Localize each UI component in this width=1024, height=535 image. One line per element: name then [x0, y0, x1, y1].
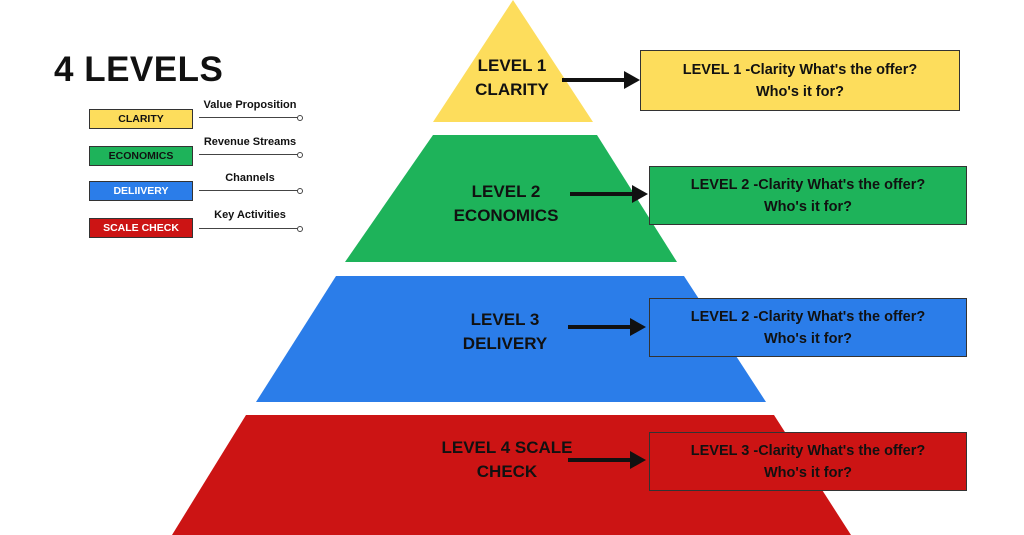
level-2-label-line2: ECONOMICS [453, 206, 559, 225]
arrow-right-icon [568, 318, 646, 336]
legend-box-scale-check: SCALE CHECK [89, 218, 193, 238]
level-2-callout-line1: LEVEL 2 -Clarity What's the offer? [690, 176, 926, 193]
legend-dot-delivery [297, 188, 303, 194]
level-3-callout: LEVEL 2 -Clarity What's the offer? Who's… [649, 298, 967, 357]
level-3-label: LEVEL 3 DELIVERY [450, 308, 560, 356]
level-1-callout-line1: LEVEL 1 -Clarity What's the offer? [682, 61, 918, 78]
pyramid-tier-3 [256, 276, 766, 402]
legend-dot-clarity [297, 115, 303, 121]
level-4-label-line1: LEVEL 4 SCALE [441, 438, 573, 457]
level-3-label-line1: LEVEL 3 [470, 310, 540, 329]
level-2-callout: LEVEL 2 -Clarity What's the offer? Who's… [649, 166, 967, 225]
level-3-callout-line1: LEVEL 2 -Clarity What's the offer? [690, 308, 926, 325]
legend-line-clarity [199, 117, 298, 118]
level-1-callout-line2: Who's it for? [755, 83, 844, 100]
arrow-right-icon [562, 71, 640, 89]
legend-desc-scale-check: Key Activities [214, 209, 286, 221]
legend-box-clarity: CLARITY [89, 109, 193, 129]
page-title: 4 LEVELS [54, 50, 224, 89]
level-1-callout: LEVEL 1 -Clarity What's the offer? Who's… [640, 50, 960, 111]
level-3-label-line2: DELIVERY [462, 334, 548, 353]
level-1-label-line1: LEVEL 1 [477, 56, 547, 75]
level-3-callout-line2: Who's it for? [763, 330, 852, 347]
level-2-label-line1: LEVEL 2 [471, 182, 541, 201]
level-1-label-line2: CLARITY [475, 80, 549, 99]
legend-line-scale-check [199, 228, 298, 229]
legend-dot-scale-check [297, 226, 303, 232]
legend-desc-economics: Revenue Streams [203, 136, 297, 148]
level-4-label: LEVEL 4 SCALE CHECK [425, 436, 589, 484]
level-4-callout: LEVEL 3 -Clarity What's the offer? Who's… [649, 432, 967, 491]
legend-box-delivery: DELIIVERY [89, 181, 193, 201]
legend-desc-delivery: Channels [225, 172, 275, 184]
level-4-callout-line1: LEVEL 3 -Clarity What's the offer? [690, 442, 926, 459]
legend-line-delivery [199, 190, 298, 191]
pyramid-tier-2 [345, 135, 677, 262]
level-2-callout-line2: Who's it for? [763, 198, 852, 215]
pyramid-tier-1 [433, 0, 593, 122]
level-1-label: LEVEL 1 CLARITY [460, 54, 564, 102]
level-2-label: LEVEL 2 ECONOMICS [440, 180, 572, 228]
legend-desc-clarity: Value Proposition [203, 99, 297, 111]
legend-dot-economics [297, 152, 303, 158]
level-4-callout-line2: Who's it for? [763, 464, 852, 481]
legend-line-economics [199, 154, 298, 155]
legend-box-economics: ECONOMICS [89, 146, 193, 166]
arrow-right-icon [570, 185, 648, 203]
arrow-right-icon [568, 451, 646, 469]
level-4-label-line2: CHECK [476, 462, 538, 481]
